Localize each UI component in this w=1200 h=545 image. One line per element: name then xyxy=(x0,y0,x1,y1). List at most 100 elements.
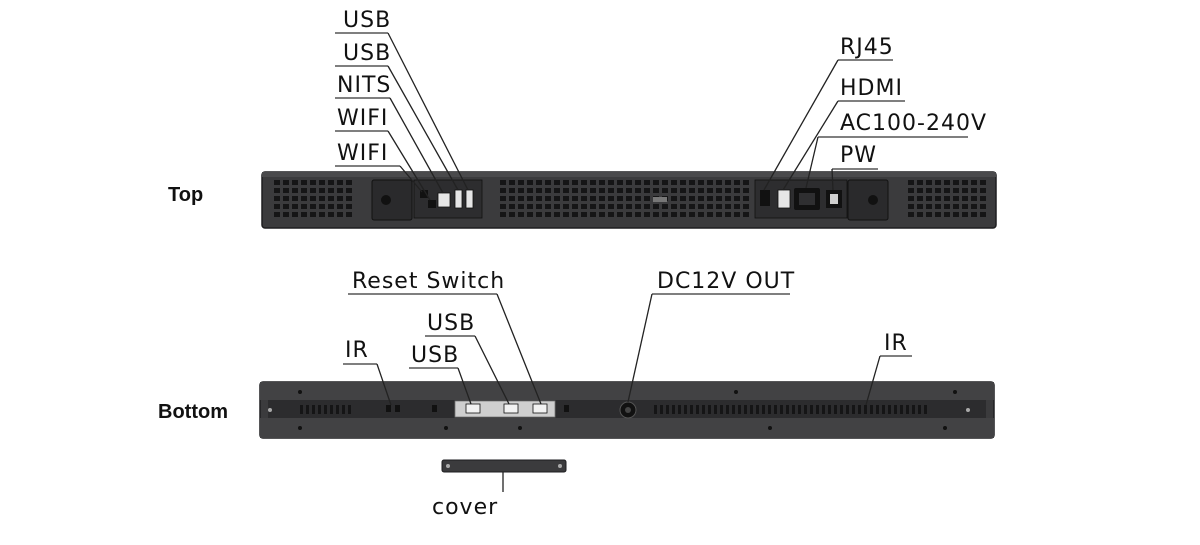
vent-hole xyxy=(554,188,560,193)
vent-hole xyxy=(671,188,677,193)
vent-hole xyxy=(626,204,632,209)
vent-hole xyxy=(908,196,914,201)
vent-hole xyxy=(292,180,298,185)
vent-hole xyxy=(962,212,968,217)
vent-hole xyxy=(518,188,524,193)
callout-nits: NITS xyxy=(337,73,391,98)
vent-hole xyxy=(518,180,524,185)
vent-hole xyxy=(572,212,578,217)
vent-hole xyxy=(689,188,695,193)
vent-hole xyxy=(935,212,941,217)
callout-wifi-2: WIFI xyxy=(337,141,388,166)
vent-hole xyxy=(935,180,941,185)
vent-hole xyxy=(608,188,614,193)
vent-slot xyxy=(906,405,909,414)
vent-hole xyxy=(926,212,932,217)
vent-hole xyxy=(563,180,569,185)
vent-hole xyxy=(962,204,968,209)
vent-hole xyxy=(962,196,968,201)
vent-hole xyxy=(590,196,596,201)
vent-slot xyxy=(804,405,807,414)
callout-hdmi: HDMI xyxy=(840,76,903,101)
vent-hole xyxy=(743,180,749,185)
vent-hole xyxy=(319,180,325,185)
vent-hole xyxy=(292,188,298,193)
vent-hole xyxy=(563,212,569,217)
vent-slot xyxy=(330,405,333,414)
vent-hole xyxy=(337,188,343,193)
callout-cover: cover xyxy=(432,495,498,520)
vent-hole xyxy=(743,212,749,217)
vent-hole xyxy=(980,212,986,217)
vent-hole xyxy=(698,212,704,217)
vent-slot xyxy=(870,405,873,414)
vent-slot xyxy=(792,405,795,414)
vent-hole xyxy=(274,188,280,193)
vent-slot xyxy=(696,405,699,414)
vent-hole xyxy=(590,188,596,193)
vent-hole xyxy=(581,196,587,201)
vent-hole xyxy=(725,196,731,201)
vent-hole xyxy=(617,196,623,201)
vent-hole xyxy=(725,180,731,185)
vent-hole xyxy=(953,212,959,217)
vent-hole xyxy=(572,204,578,209)
vent-hole xyxy=(971,196,977,201)
usb-port-bottom-2 xyxy=(503,403,519,414)
vent-hole xyxy=(292,204,298,209)
wifi-antenna-port-1 xyxy=(420,190,428,198)
vent-hole xyxy=(301,180,307,185)
vent-hole xyxy=(581,204,587,209)
vent-hole xyxy=(626,180,632,185)
vent-hole xyxy=(509,196,515,201)
vent-slot xyxy=(654,405,657,414)
vent-slot xyxy=(702,405,705,414)
vent-slot xyxy=(924,405,927,414)
vent-slot xyxy=(342,405,345,414)
vent-hole xyxy=(518,196,524,201)
vent-hole xyxy=(283,212,289,217)
vent-hole xyxy=(328,180,334,185)
vent-hole xyxy=(310,180,316,185)
vent-hole xyxy=(671,180,677,185)
vent-hole xyxy=(725,212,731,217)
vent-hole xyxy=(274,212,280,217)
usb-port-bottom-1 xyxy=(465,403,481,414)
vent-hole xyxy=(680,204,686,209)
vent-slot xyxy=(774,405,777,414)
screw-right-icon xyxy=(868,195,878,205)
vent-hole xyxy=(527,196,533,201)
vent-hole xyxy=(653,180,659,185)
vent-hole xyxy=(743,204,749,209)
vent-hole xyxy=(698,204,704,209)
vent-hole xyxy=(310,212,316,217)
vent-hole xyxy=(319,204,325,209)
vent-hole xyxy=(716,180,722,185)
vent-hole xyxy=(346,204,352,209)
vent-hole xyxy=(944,180,950,185)
vent-hole xyxy=(944,196,950,201)
vent-hole xyxy=(689,212,695,217)
vent-hole xyxy=(545,188,551,193)
vent-hole xyxy=(545,180,551,185)
vent-hole xyxy=(644,204,650,209)
usb-port-top-1 xyxy=(454,189,463,209)
vent-hole xyxy=(527,180,533,185)
vent-hole xyxy=(545,212,551,217)
vent-hole xyxy=(626,212,632,217)
vent-hole xyxy=(734,212,740,217)
mount-bracket-left xyxy=(371,179,413,221)
top-left-callouts: USB USB NITS WIFI WIFI xyxy=(335,8,469,201)
vent-top-center xyxy=(500,180,749,217)
vent-hole xyxy=(337,204,343,209)
vent-hole xyxy=(509,204,515,209)
vent-slot xyxy=(888,405,891,414)
vent-hole xyxy=(926,196,932,201)
vent-slot xyxy=(348,405,351,414)
vent-hole xyxy=(980,180,986,185)
vent-slot xyxy=(834,405,837,414)
vent-hole xyxy=(581,212,587,217)
vent-hole xyxy=(536,180,542,185)
vent-slot xyxy=(858,405,861,414)
vent-top-right xyxy=(908,180,986,217)
